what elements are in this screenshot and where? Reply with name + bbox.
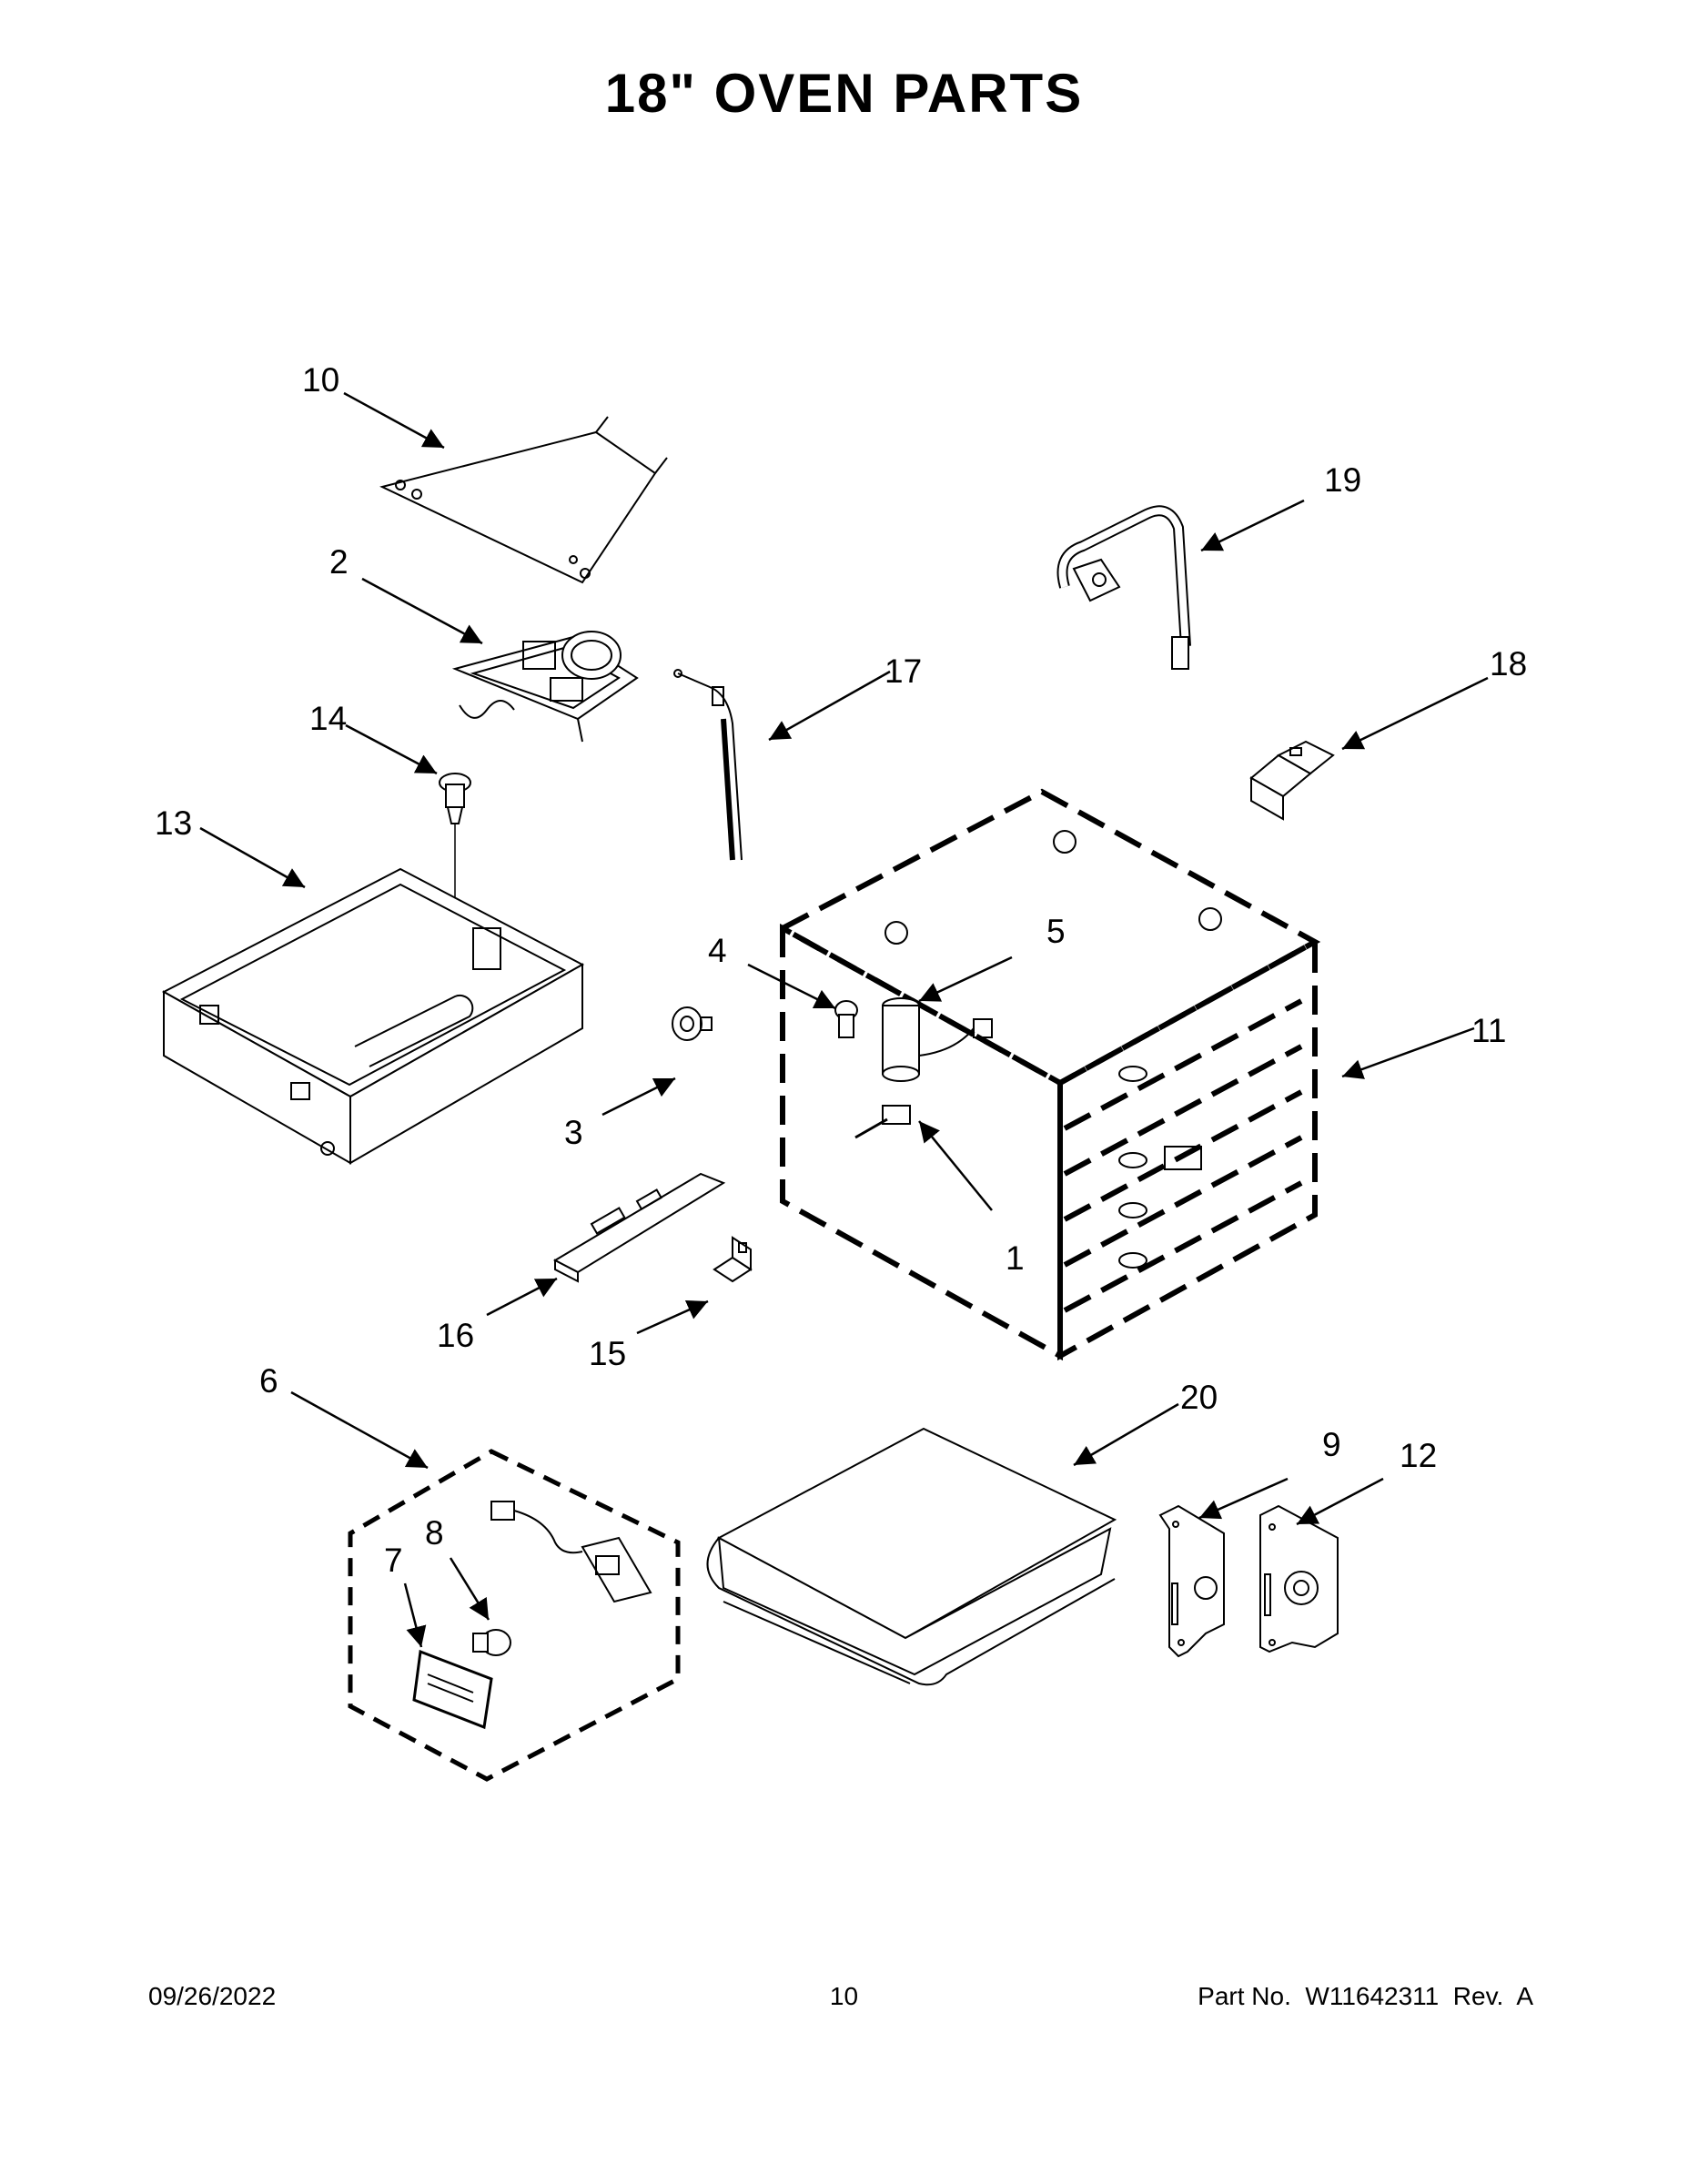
callout-9: 9 [1322, 1426, 1341, 1463]
part-14-screw [439, 773, 471, 910]
footer-part-number: Part No. W11642311 Rev. A [1198, 1982, 1533, 2010]
callout-15: 15 [589, 1335, 626, 1372]
footer-page-number: 10 [829, 1982, 859, 2010]
part-17-sensor-probe [673, 669, 743, 861]
part-6-lamp-socket [490, 1501, 652, 1603]
part-1-sensor [854, 1105, 911, 1139]
callout-19: 19 [1324, 461, 1361, 499]
callout-13: 13 [155, 804, 192, 842]
callout-14: 14 [309, 700, 347, 737]
part-19-gas-tube [1056, 505, 1191, 670]
part-10-heat-shield [379, 416, 668, 584]
callout-10: 10 [302, 361, 339, 399]
callout-18: 18 [1490, 645, 1527, 682]
part-20-rack [706, 1427, 1117, 1686]
callout-20: 20 [1180, 1379, 1218, 1416]
part-11-cavity-details [884, 830, 1222, 1269]
callout-7: 7 [384, 1542, 403, 1579]
part-12-hinge-receiver [1259, 1504, 1339, 1653]
part-11-oven-cavity [776, 788, 1321, 1361]
callout-16: 16 [437, 1317, 474, 1354]
part-6-lamp-kit-outline [348, 1449, 681, 1782]
callout-4: 4 [708, 932, 727, 969]
callout-3: 3 [564, 1114, 583, 1151]
callout-17: 17 [884, 652, 922, 690]
part-13-tray [161, 867, 585, 1165]
part-15-clip [713, 1236, 753, 1283]
callout-5: 5 [1046, 913, 1066, 950]
part-9-hinge [1158, 1504, 1225, 1658]
part-3-bumper [672, 1006, 713, 1041]
callout-12: 12 [1400, 1437, 1437, 1474]
part-18-bracket [1249, 740, 1335, 821]
part-7-lamp-lens [412, 1649, 493, 1730]
callout-11: 11 [1471, 1012, 1506, 1049]
callout-1: 1 [1006, 1239, 1025, 1277]
callout-6: 6 [259, 1362, 278, 1400]
part-4-bolt [834, 1000, 858, 1038]
leader-arrows [199, 391, 1489, 1648]
part-8-bulb [472, 1629, 511, 1656]
callout-2: 2 [329, 543, 349, 581]
part-2-latch-assembly [451, 631, 639, 743]
part-5-igniter [882, 997, 993, 1082]
footer-date: 09/26/2022 [148, 1982, 277, 2010]
part-16-control-board [552, 1172, 726, 1283]
callout-8: 8 [425, 1514, 444, 1552]
page-title: 18" OVEN PARTS [604, 63, 1084, 124]
